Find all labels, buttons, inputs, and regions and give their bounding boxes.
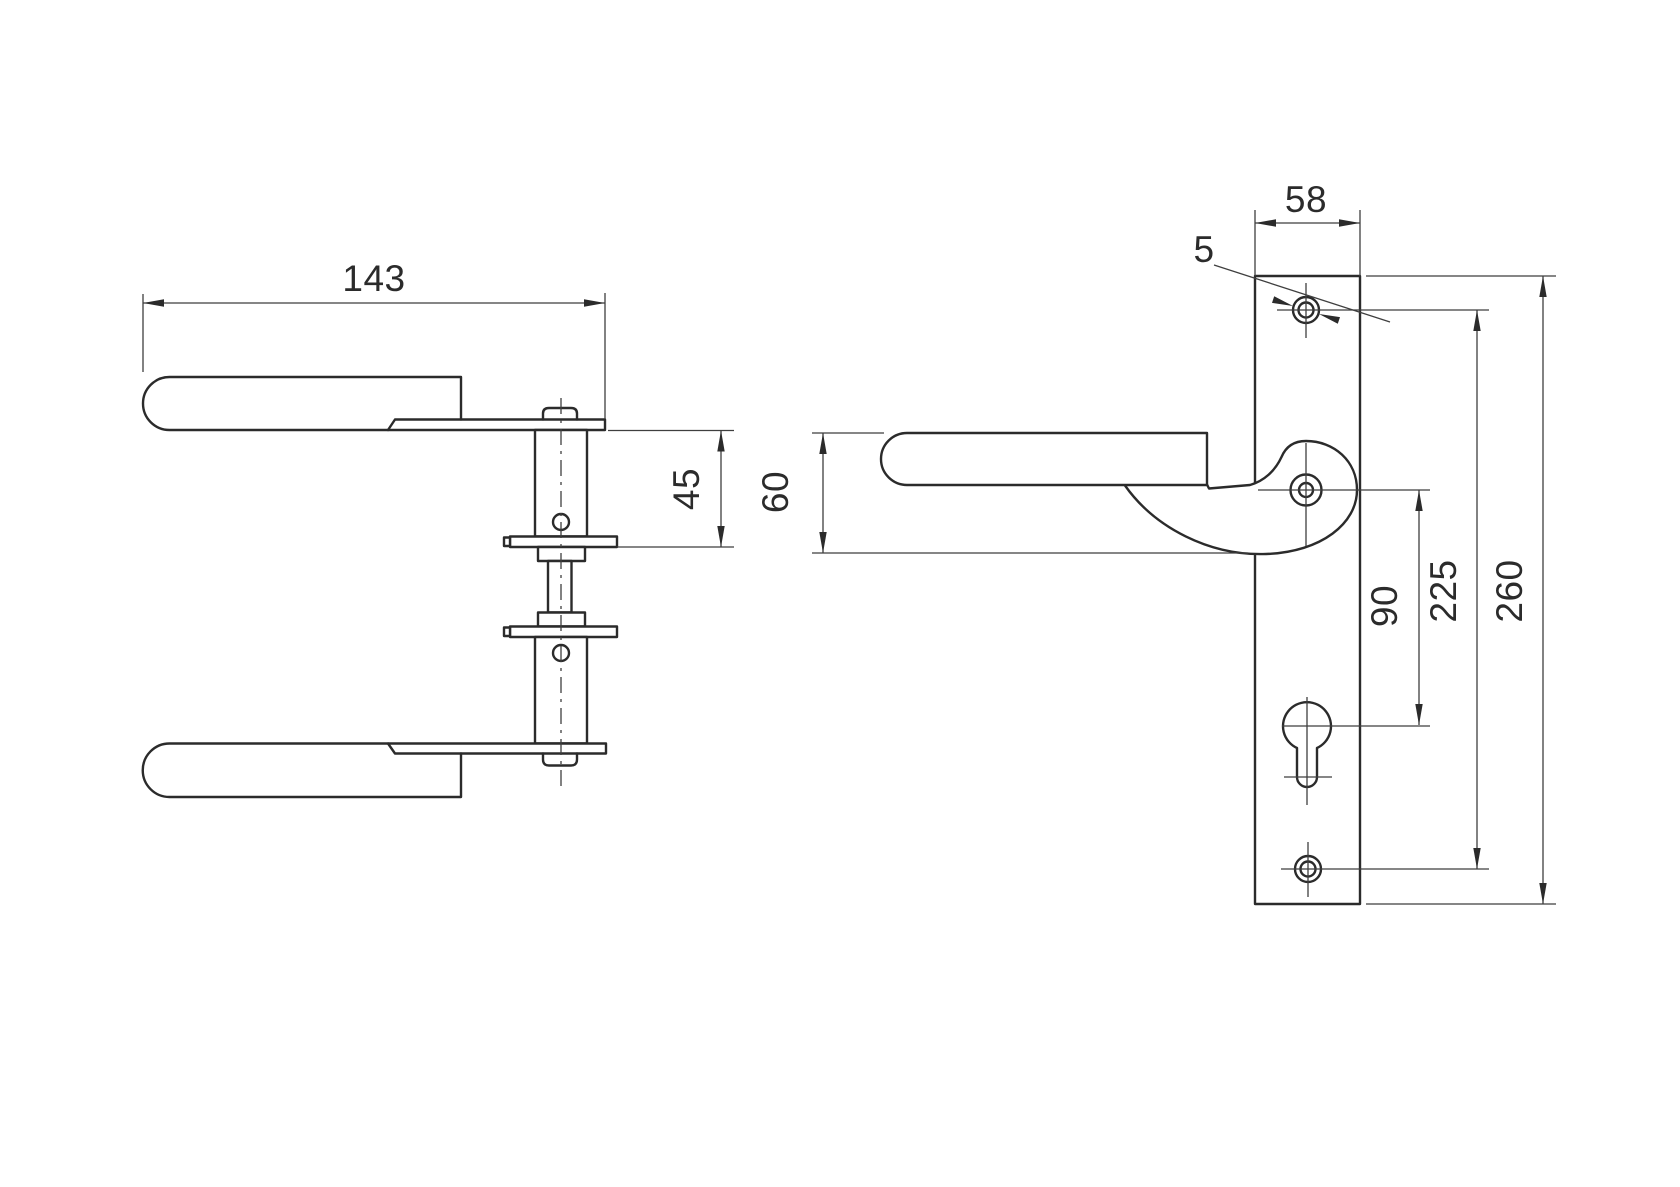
dim-143-arrow-right <box>584 299 605 307</box>
dim-90-arrow-bottom <box>1415 704 1423 725</box>
upper-rose-flange <box>508 535 619 549</box>
handle-boss <box>1123 439 1359 556</box>
upper-lever-tail-edge <box>386 418 463 432</box>
dim-60-arrow-top <box>819 433 827 454</box>
dim-label-neck-height: 45 <box>666 468 707 510</box>
dim-260-arrow-bottom <box>1539 883 1547 904</box>
dim-5-arrow-left <box>1272 296 1293 306</box>
dim-58-arrow-right <box>1339 219 1360 227</box>
upper-lever-outline <box>141 375 607 432</box>
dim-260-arrow-top <box>1539 276 1547 297</box>
upper-spindle-screw-head <box>541 406 579 421</box>
dim-label-plate-height: 260 <box>1489 559 1530 622</box>
spindle-shaft <box>546 559 573 614</box>
backplate <box>1253 274 1362 906</box>
front-lever-grip <box>879 431 1209 487</box>
dim-225-arrow-bottom <box>1473 848 1481 869</box>
side-view <box>141 375 619 799</box>
dim-label-lever-length: 143 <box>342 258 405 299</box>
dim-label-plate-width: 58 <box>1285 179 1327 220</box>
dim-label-screw-spacing: 225 <box>1423 559 1464 622</box>
front-view-dimensions: 58 5 60 90 225 260 <box>755 179 1556 905</box>
lower-lever-outline <box>141 742 608 799</box>
lower-rose-clip <box>502 626 512 638</box>
dim-label-handle-height: 60 <box>755 471 796 513</box>
dim-143-arrow-left <box>143 299 164 307</box>
lower-lever-tail-edge <box>386 742 463 755</box>
side-view-dimensions: 143 45 <box>142 258 734 548</box>
lower-rose-flange <box>508 625 619 639</box>
dim-90-arrow-top <box>1415 490 1423 511</box>
dim-5-leader-line <box>1213 264 1391 323</box>
dim-58-arrow-left <box>1255 219 1276 227</box>
dim-label-handle-to-cylinder: 90 <box>1364 585 1405 627</box>
dim-45-arrow-top <box>717 430 725 452</box>
front-view-centerlines <box>1258 283 1489 897</box>
upper-rose-clip <box>502 536 512 548</box>
dim-5-arrow-right <box>1319 314 1340 324</box>
dim-225-arrow-top <box>1473 310 1481 331</box>
front-view <box>879 274 1489 906</box>
dim-label-screw-hole: 5 <box>1193 229 1214 270</box>
lower-spindle-screw-head <box>541 752 579 767</box>
dim-45-arrow-bottom <box>717 526 725 547</box>
dim-60-arrow-bottom <box>819 532 827 553</box>
